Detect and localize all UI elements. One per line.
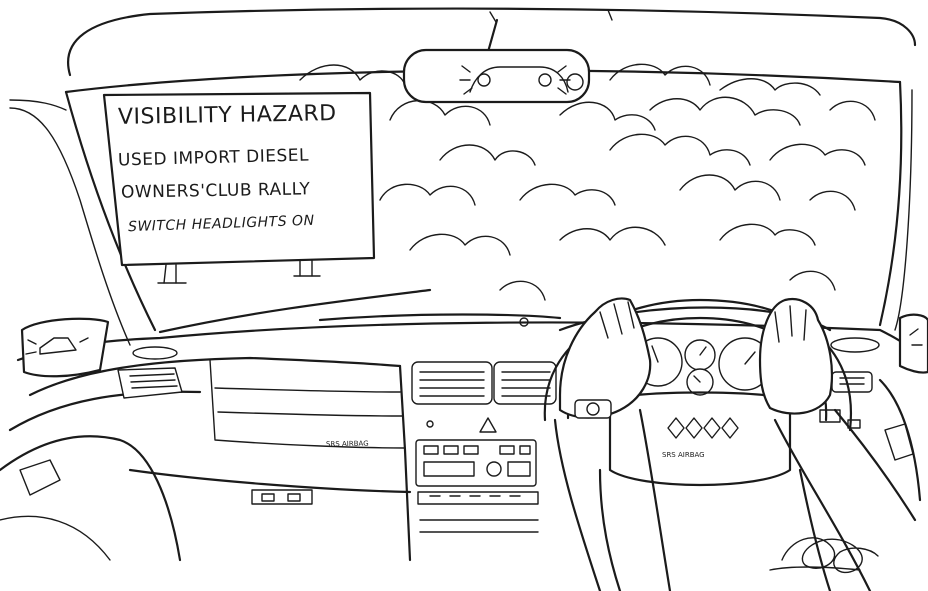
right-door xyxy=(819,378,922,502)
rear-view-mirror xyxy=(402,18,591,104)
right-side-mirror xyxy=(898,313,928,374)
roadside-sign xyxy=(102,91,376,284)
dashboard xyxy=(0,321,927,562)
centre-console xyxy=(398,361,557,562)
driver-hands xyxy=(553,297,917,591)
fog-clouds xyxy=(299,63,876,301)
windscreen-frame xyxy=(9,7,917,346)
dashboard-airbag-label: SRS AIRBAG xyxy=(325,439,369,449)
sign-title: VISIBILITY HAZARD xyxy=(117,101,337,130)
steering-airbag-label: SRS AIRBAG xyxy=(662,451,705,459)
artist-signature xyxy=(769,537,879,574)
left-side-mirror xyxy=(20,317,110,378)
sign-line-owners-club: OWNERS'CLUB RALLY xyxy=(120,179,311,203)
